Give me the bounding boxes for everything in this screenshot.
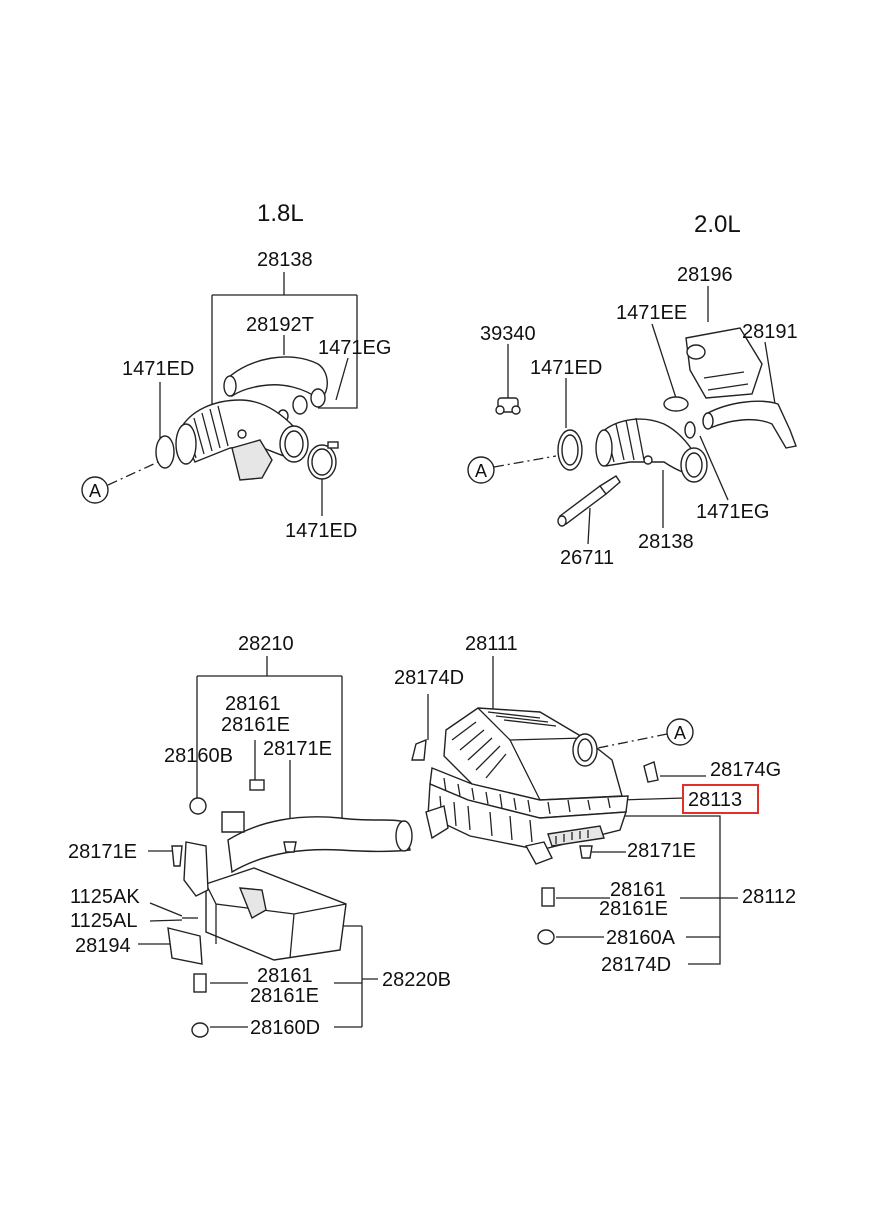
label-1125ak: 1125AK bbox=[70, 886, 140, 908]
label-28161-lower: 28161 bbox=[257, 965, 313, 987]
label-28161-ll: 28161 bbox=[225, 693, 281, 715]
resonator-28220b[interactable] bbox=[183, 841, 347, 961]
bolt-28171e-top[interactable] bbox=[283, 841, 297, 853]
label-26711: 26711 bbox=[560, 547, 614, 569]
intake-hose-28138[interactable] bbox=[175, 399, 309, 481]
label-28192t: 28192T bbox=[246, 314, 314, 336]
label-28138-18: 28138 bbox=[257, 249, 313, 271]
group-duct-resonator: 28210 28161 28161E 28160B 28171E 28171E … bbox=[68, 633, 451, 1039]
clip-28174d-left[interactable] bbox=[411, 738, 427, 761]
label-28160b: 28160B bbox=[164, 745, 233, 767]
label-28196: 28196 bbox=[677, 264, 733, 286]
clamp-small-2[interactable] bbox=[310, 388, 326, 408]
hose-end bbox=[223, 375, 237, 397]
label-28174g: 28174G bbox=[710, 759, 781, 781]
pipe-26711[interactable] bbox=[557, 475, 621, 527]
label-28171e-right: 28171E bbox=[627, 840, 696, 862]
clip-28174g[interactable] bbox=[643, 761, 659, 783]
insulator-28161-right[interactable] bbox=[541, 887, 555, 907]
label-1471eg-20: 1471EG bbox=[696, 501, 769, 523]
label-28113: 28113 bbox=[688, 789, 742, 811]
mount-28160d[interactable] bbox=[191, 1022, 209, 1038]
clamp-1471eg-20[interactable] bbox=[684, 421, 696, 439]
label-28111: 28111 bbox=[465, 633, 518, 655]
bolt-28171e-right[interactable] bbox=[579, 845, 593, 859]
reference-a-2: A bbox=[475, 461, 487, 481]
label-28174d-bottom: 28174D bbox=[601, 954, 671, 976]
insulator-28161[interactable] bbox=[249, 779, 265, 791]
clamp-1471ed-left[interactable] bbox=[155, 435, 175, 469]
air-cleaner-cover-28111[interactable] bbox=[443, 707, 623, 801]
insulator-28161-lower[interactable] bbox=[193, 973, 207, 993]
reference-circle-a-2[interactable] bbox=[467, 456, 495, 484]
label-1471ee: 1471EE bbox=[616, 302, 687, 324]
label-28160a: 28160A bbox=[606, 927, 676, 949]
reference-a-1: A bbox=[89, 481, 101, 501]
group-1-8l: A 28138 28192T 1471ED 1471EG 1471ED bbox=[81, 249, 391, 542]
label-28138-20: 28138 bbox=[638, 531, 694, 553]
section-title-2-0l: 2.0L bbox=[694, 211, 741, 238]
label-39340: 39340 bbox=[480, 323, 536, 345]
hose-28191[interactable] bbox=[705, 400, 797, 449]
group-air-cleaner: A 28111 28174D 28174G 28113 28171E 28161… bbox=[394, 633, 796, 976]
mount-28160a[interactable] bbox=[537, 929, 555, 945]
bracket-28194[interactable] bbox=[167, 927, 203, 965]
label-28220b: 28220B bbox=[382, 969, 451, 991]
label-28161e-ll: 28161E bbox=[221, 714, 290, 736]
label-1125al: 1125AL bbox=[70, 910, 137, 932]
highlight-box-28113[interactable] bbox=[682, 784, 759, 814]
label-1471eg-18: 1471EG bbox=[318, 337, 391, 359]
label-28112: 28112 bbox=[742, 886, 796, 908]
label-1471ed-left: 1471ED bbox=[122, 358, 194, 380]
label-28161e-right: 28161E bbox=[599, 898, 668, 920]
reference-circle-a-1[interactable] bbox=[81, 476, 109, 504]
label-28171e-left: 28171E bbox=[68, 841, 137, 863]
group-2-0l: A 39340 28196 1471EE 28191 1471ED 1471EG… bbox=[467, 264, 798, 569]
sensor-39340[interactable] bbox=[495, 397, 521, 415]
label-28194: 28194 bbox=[75, 935, 131, 957]
label-28161-right: 28161 bbox=[610, 879, 666, 901]
label-28160d: 28160D bbox=[250, 1017, 320, 1039]
bolt-28171e-left[interactable] bbox=[171, 845, 183, 867]
label-1471ed-20: 1471ED bbox=[530, 357, 602, 379]
reference-circle-a-3[interactable] bbox=[666, 718, 694, 746]
air-cleaner-body-28112[interactable] bbox=[425, 782, 627, 865]
intake-hose-28138-20[interactable] bbox=[595, 417, 708, 483]
mount-28160b[interactable] bbox=[189, 797, 207, 815]
air-duct-28210[interactable] bbox=[221, 811, 413, 874]
section-title-1-8l: 1.8L bbox=[257, 200, 304, 227]
label-28161e-lower: 28161E bbox=[250, 985, 319, 1007]
label-1471ed-bottom: 1471ED bbox=[285, 520, 357, 542]
label-28174d-top: 28174D bbox=[394, 667, 464, 689]
clamp-1471ee[interactable] bbox=[663, 396, 689, 412]
label-28171e-top: 28171E bbox=[263, 738, 332, 760]
reference-a-3: A bbox=[674, 723, 686, 743]
label-28191: 28191 bbox=[742, 321, 798, 343]
resonator-28196[interactable] bbox=[685, 327, 763, 399]
clamp-small-1[interactable] bbox=[292, 395, 308, 415]
label-28210: 28210 bbox=[238, 633, 294, 655]
